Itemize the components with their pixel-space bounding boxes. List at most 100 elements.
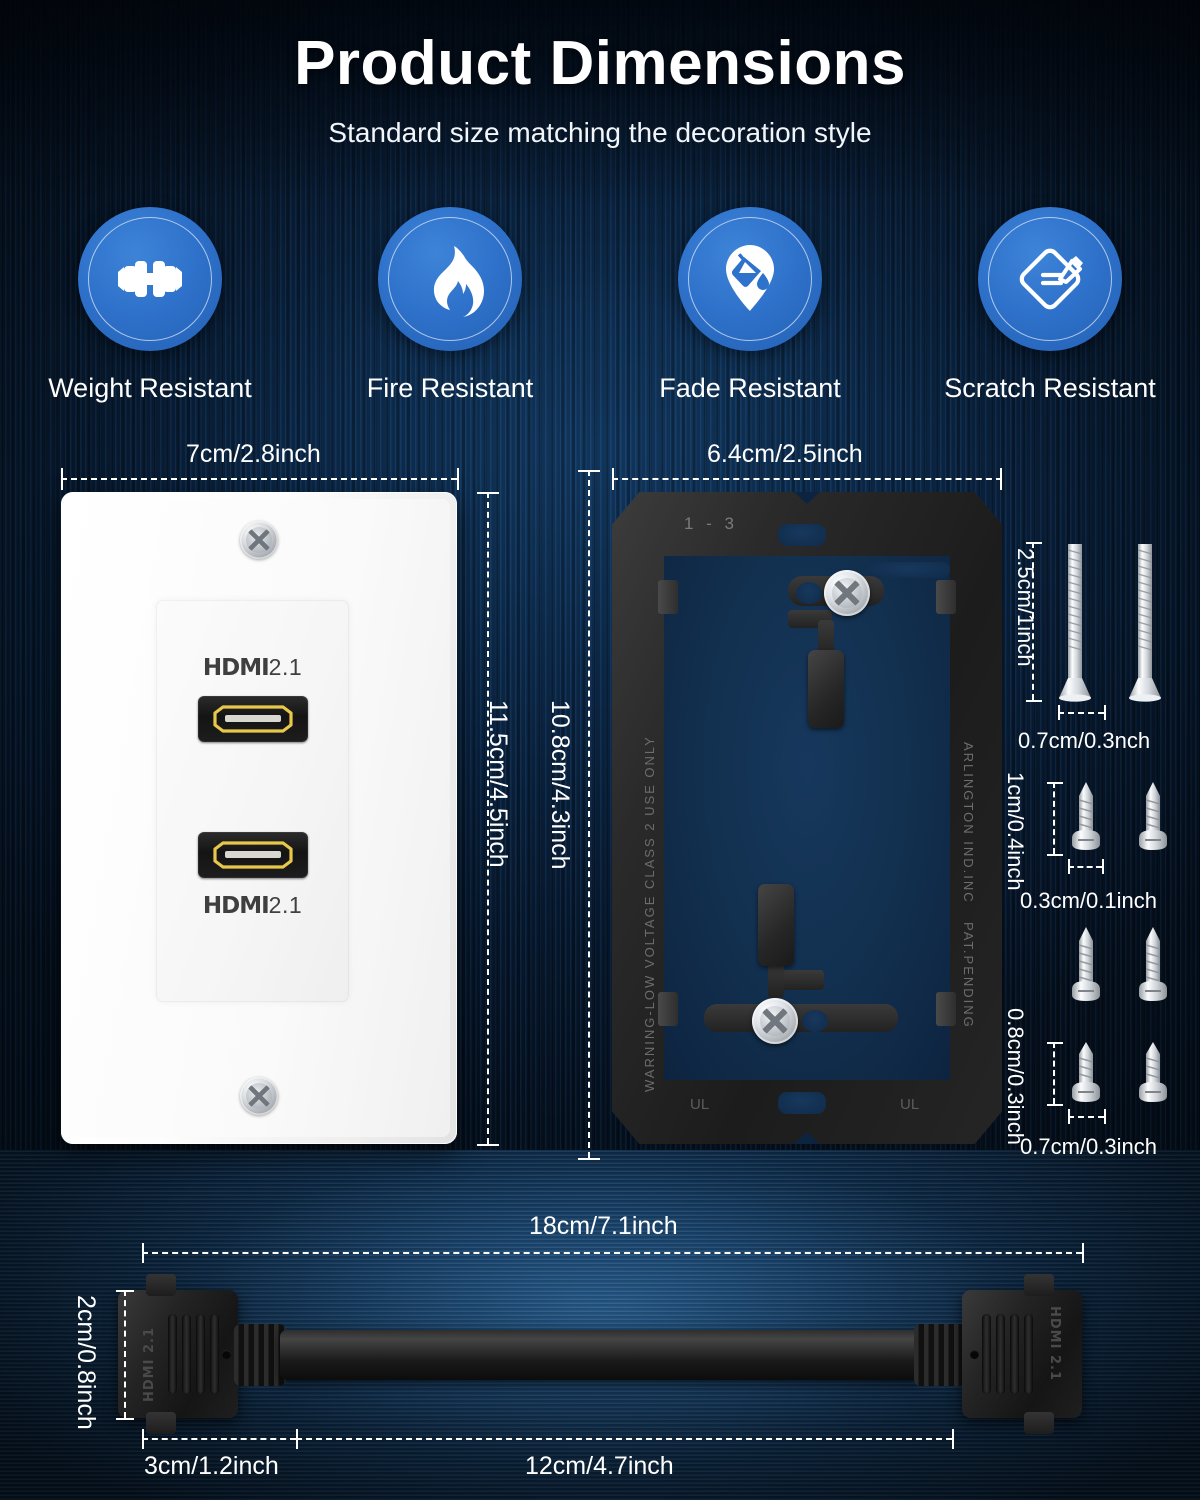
connector-rib	[996, 1314, 1005, 1394]
feature-label: Weight Resistant	[48, 373, 252, 403]
pan-head-tapping-screw-icon	[1072, 1042, 1100, 1102]
bracket-width-dimline	[612, 478, 1002, 480]
connector-ear-bottom	[1024, 1412, 1054, 1434]
feature-icon-circle	[378, 207, 522, 351]
cable-connector-right[interactable]: HDMI 2.1	[962, 1274, 1082, 1434]
bracket-bottom-hole	[802, 1010, 828, 1032]
screw-tapping-small-2	[1135, 780, 1171, 863]
bracket-warning-text: WARNING-LOW VOLTAGE CLASS 2 USE ONLY	[642, 735, 657, 1092]
bracket-width-cap-left	[612, 468, 614, 490]
plate-screw-bottom	[240, 1077, 278, 1115]
bracket-tab-bottom-left	[658, 992, 678, 1026]
background-top-shade	[0, 0, 1200, 200]
hdmi-wall-plate[interactable]: HDMI2.1 HDMI2.1	[61, 492, 457, 1144]
screw-group-1-length-cap-bottom	[1026, 700, 1042, 702]
screw-group-4-width-dimline	[1068, 1116, 1104, 1118]
paint-drop-pin-icon	[726, 245, 774, 311]
bracket-patent-text: PAT.PENDING	[961, 922, 976, 1029]
screw-group-1-length-label: 2.5cm/1inch	[1013, 548, 1038, 667]
page-title: Product Dimensions	[294, 29, 906, 98]
cable-connector-cap-left	[142, 1429, 144, 1449]
pan-head-tapping-screw-icon	[1139, 782, 1167, 850]
bracket-bottom-arm	[704, 1004, 898, 1032]
plate-width-dimline	[61, 478, 457, 480]
screw-group-1-width-cap-left	[1058, 705, 1060, 720]
bracket-bottom-wing	[758, 884, 794, 966]
connector-rib	[1010, 1314, 1019, 1394]
cable-total-length-cap-left	[142, 1243, 144, 1263]
bracket-height-cap-bottom	[578, 1158, 600, 1160]
cable-height-cap-top	[116, 1290, 134, 1292]
bracket-tab-top-left	[658, 580, 678, 614]
header: Product Dimensions Standard size matchin…	[0, 28, 1200, 149]
bracket-top-wing	[808, 650, 844, 728]
cable-cord-dimline	[296, 1438, 952, 1440]
plate-screw-top	[240, 521, 278, 559]
hdmi-brand-text: HDMI	[202, 893, 270, 919]
cable-cord	[280, 1330, 920, 1380]
cable-height-cap-bottom	[116, 1418, 134, 1420]
scratch-eraser-icon	[1019, 248, 1083, 310]
connector-dot-right	[970, 1350, 979, 1359]
cable-cord-cap-right	[952, 1429, 954, 1449]
feature-label: Scratch Resistant	[944, 373, 1156, 403]
plate-insert-panel: HDMI2.1 HDMI2.1	[156, 600, 349, 1002]
bracket-screw-bottom[interactable]	[752, 998, 798, 1044]
screw-tapping-small-1	[1068, 780, 1104, 863]
hdmi-extension-cable[interactable]: HDMI 2.1 HDMI 2.1	[118, 1262, 1082, 1452]
hdmi-port-bottom[interactable]	[197, 832, 308, 878]
hdmi-version-text: 2.1	[268, 654, 303, 680]
screw-group-4-width-cap-right	[1104, 1109, 1106, 1124]
screw-group-2-width-cap-right	[1102, 859, 1104, 874]
feature-label: Fire Resistant	[366, 373, 534, 403]
cable-connector-label: 3cm/1.2inch	[144, 1452, 279, 1480]
screw-group-1-width-cap-right	[1104, 705, 1106, 720]
bracket-slot-upper-right	[866, 562, 950, 578]
flame-icon	[433, 246, 484, 317]
bracket-slot-bottom	[778, 1092, 826, 1114]
hdmi-port-top[interactable]	[197, 696, 308, 742]
screw-group-1-width-label: 0.7cm/0.3nch	[1018, 728, 1151, 753]
connector-label-right: HDMI 2.1	[1047, 1306, 1062, 1381]
connector-ear-bottom	[146, 1412, 176, 1434]
cable-total-length-label: 18cm/7.1inch	[529, 1212, 678, 1240]
screw-group-1-length-cap-top	[1026, 542, 1042, 544]
screw-group-2-length-cap-bottom	[1047, 854, 1063, 856]
pan-head-tapping-screw-icon	[1139, 1042, 1167, 1102]
bracket-screw-top[interactable]	[824, 570, 870, 616]
connector-rib	[210, 1314, 219, 1394]
plate-width-cap-left	[61, 468, 63, 490]
connector-label-left: HDMI 2.1	[142, 1327, 157, 1402]
low-voltage-mounting-bracket[interactable]: 1 - 3 WARNING-LOW VOLTAGE CLASS 2 USE ON…	[612, 492, 1002, 1144]
screw-group-1-width-dimline	[1058, 712, 1104, 714]
hdmi-label-top: HDMI2.1	[156, 654, 349, 681]
bracket-width-label: 6.4cm/2.5inch	[707, 440, 863, 468]
plate-height-cap-bottom	[477, 1144, 499, 1146]
screw-group-4-length-cap-bottom	[1047, 1104, 1063, 1106]
screw-tapping-short-1	[1068, 1040, 1104, 1113]
bracket-size-mark: 1 - 3	[684, 514, 739, 533]
screw-group-4-length-cap-top	[1047, 1042, 1063, 1044]
connector-rib	[168, 1314, 177, 1394]
hdmi-connector-icon	[212, 705, 293, 733]
screw-group-4-length-label: 0.8cm/0.3inch	[1003, 1008, 1028, 1145]
connector-rib	[182, 1314, 191, 1394]
feature-fire-resistant: Fire Resistant	[300, 207, 600, 422]
screw-group-4-length-dimline	[1053, 1042, 1055, 1104]
screw-group-2-length-label: 1cm/0.4inch	[1003, 772, 1028, 891]
hdmi-brand-text: HDMI	[202, 655, 270, 681]
bracket-height-cap-top	[578, 470, 600, 472]
cable-connector-left[interactable]: HDMI 2.1	[118, 1274, 238, 1434]
plate-width-cap-right	[457, 468, 459, 490]
feature-fade-resistant: Fade Resistant	[600, 207, 900, 422]
bracket-brand-text: ARLINGTON IND.INC	[961, 742, 976, 904]
feature-icon-circle	[78, 207, 222, 351]
cable-connector-dimline	[142, 1438, 296, 1440]
screw-tapping-medium-1	[1068, 925, 1104, 1016]
bracket-tab-top-right	[936, 580, 956, 614]
connector-rib	[982, 1314, 991, 1394]
bracket-top-stem	[818, 620, 834, 658]
feature-icon-circle	[678, 207, 822, 351]
screw-tapping-short-2	[1135, 1040, 1171, 1113]
plate-height-cap-top	[477, 492, 499, 494]
